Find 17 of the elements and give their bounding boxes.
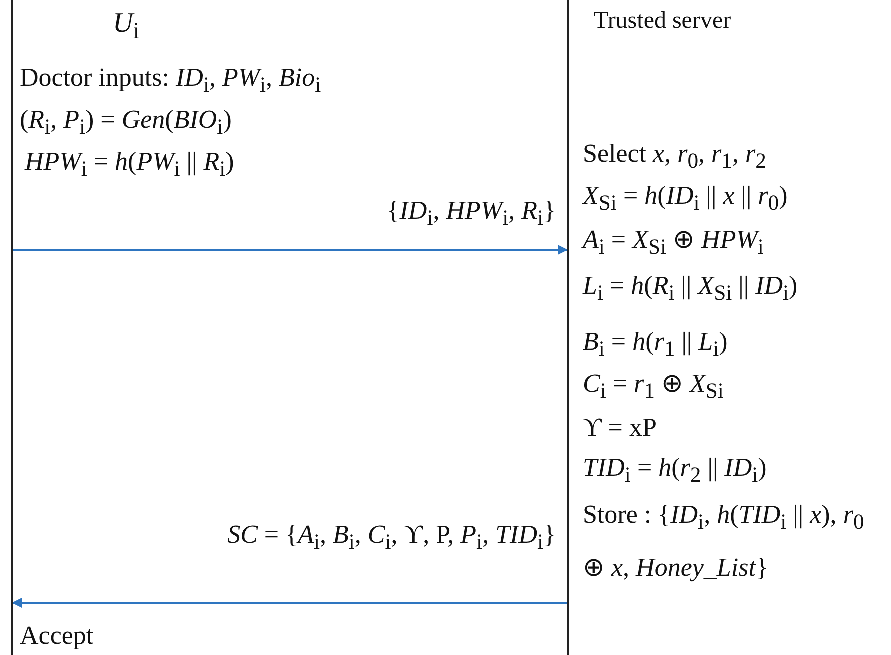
equation-text: L$_{i}$ = h(R$_{i}$ || X$_{Si}$ || ID$_{i}$) <box>583 270 798 306</box>
equation-text: ϒ = xP <box>583 412 657 444</box>
message-arrow <box>12 598 568 608</box>
equation-text: C$_{i}$ = r$_{1}$ ⊕ X$_{Si}$ <box>583 368 724 404</box>
equation-text: Store : {ID$_{i}$, h(TID$_{i}$ || x), r$_{0}$ ⊕ x, Honey_List} <box>583 499 866 584</box>
equation-text: HPW$_{i}$ = h(PW$_{i}$ || R$_{i}$) <box>25 146 234 182</box>
equation-text: TID$_{i}$ = h(r$_{2}$ || ID$_{i}$) <box>583 452 767 488</box>
equation-text: B$_{i}$ = h(r$_{1}$ || L$_{i}$) <box>583 326 728 362</box>
equation-text: Doctor inputs: ID$_{i}$, PW$_{i}$, Bio$_{i}$ <box>20 62 322 98</box>
participant-label: U$_{i}$ <box>113 8 140 46</box>
equation-text: (R$_{i}$, P$_{i}$) = Gen(BIO$_{i}$) <box>20 104 232 140</box>
message-arrow <box>12 245 568 255</box>
equation-text: Accept <box>20 620 94 652</box>
equation-text: A$_{i}$ = X$_{Si}$ ⊕ HPW$_{i}$ <box>583 224 764 260</box>
equation-text: Select x, r$_{0}$, r$_{1}$, r$_{2}$ <box>583 138 766 174</box>
equation-text: X$_{Si}$ = h(ID$_{i}$ || x || r$_{0}$) <box>583 180 788 216</box>
participant-label: Trusted server <box>594 8 732 35</box>
